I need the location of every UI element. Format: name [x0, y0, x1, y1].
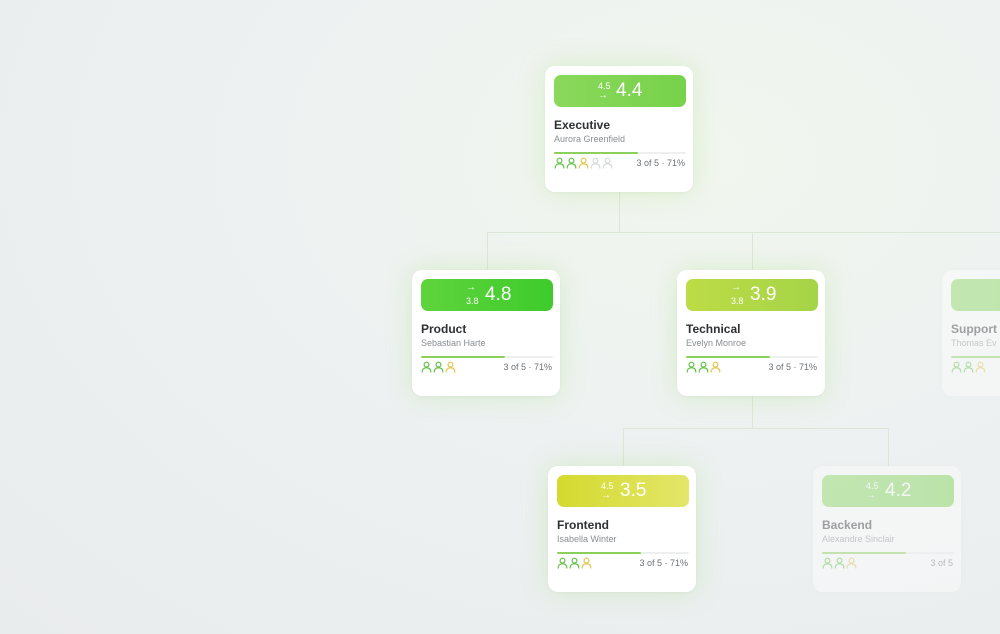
connector-executive-down	[619, 192, 620, 232]
person-name: Sebastian Harte	[421, 338, 486, 348]
node-card-frontend[interactable]: 4.5 → 3.5 Frontend Isabella Winter 3 of …	[548, 466, 696, 592]
trend-arrow-icon: →	[601, 490, 611, 501]
trend-arrow-icon: →	[731, 282, 741, 293]
person-icon	[975, 361, 986, 373]
current-score: 4.4	[616, 80, 643, 101]
person-icon	[590, 157, 601, 169]
department-name: Backend	[822, 518, 873, 532]
person-icon	[581, 557, 592, 569]
progress-bar	[557, 552, 689, 554]
trend-arrow-icon: →	[466, 282, 476, 293]
trend-arrow-icon: →	[598, 90, 608, 101]
progress-fill	[421, 356, 506, 358]
people-indicator	[554, 157, 613, 169]
progress-fill	[557, 552, 642, 554]
progress-bar	[554, 152, 686, 154]
department-name: Product	[421, 322, 467, 336]
progress-fill	[822, 552, 907, 554]
person-icon	[963, 361, 974, 373]
person-icon	[846, 557, 857, 569]
connector-to-technical	[752, 232, 753, 270]
people-indicator	[686, 361, 721, 373]
completion-stats: 3 of 5	[930, 558, 953, 568]
score-pill: 4.5 → 3.5	[557, 475, 689, 507]
person-icon	[710, 361, 721, 373]
department-name: Executive	[554, 118, 611, 132]
node-card-executive[interactable]: 4.5 → 4.4 Executive Aurora Greenfield 3 …	[545, 66, 693, 192]
person-icon	[557, 557, 568, 569]
person-icon	[698, 361, 709, 373]
node-card-technical[interactable]: 3.8 → 3.9 Technical Evelyn Monroe 3 of 5…	[677, 270, 825, 396]
person-icon	[822, 557, 833, 569]
previous-score: 4.5	[866, 481, 879, 491]
completion-stats: 3 of 5 · 71%	[636, 158, 685, 168]
connector-to-product	[487, 232, 488, 270]
person-icon	[951, 361, 962, 373]
previous-score: 4.5	[601, 481, 614, 491]
people-indicator	[951, 361, 986, 373]
person-name: Aurora Greenfield	[554, 134, 626, 144]
score-pill: 4.5 → 4.4	[554, 75, 686, 107]
completion-stats: 3 of 5 · 71%	[503, 362, 552, 372]
person-icon	[578, 157, 589, 169]
person-name: Isabella Winter	[557, 534, 617, 544]
people-indicator	[557, 557, 592, 569]
progress-fill	[554, 152, 639, 154]
connector-to-frontend	[623, 428, 624, 466]
people-indicator	[421, 361, 456, 373]
person-icon	[433, 361, 444, 373]
people-indicator	[822, 557, 857, 569]
progress-fill	[951, 356, 1000, 358]
current-score: 3.5	[620, 480, 647, 501]
previous-score: 3.8	[731, 296, 744, 306]
progress-bar	[686, 356, 818, 358]
progress-bar	[822, 552, 954, 554]
node-card-product[interactable]: 3.8 → 4.8 Product Sebastian Harte 3 of 5…	[412, 270, 560, 396]
current-score: 4.8	[485, 284, 512, 305]
department-name: Support	[951, 322, 997, 336]
person-icon	[834, 557, 845, 569]
completion-stats: 3 of 5 · 71%	[639, 558, 688, 568]
trend-arrow-icon: →	[866, 490, 876, 501]
person-name: Evelyn Monroe	[686, 338, 747, 348]
score-pill: 3.8 → 3.9	[686, 279, 818, 311]
current-score: 3.9	[750, 284, 777, 305]
connector-level3-horizontal	[623, 428, 889, 429]
node-card-support[interactable]: Support Thomas Ev	[942, 270, 1000, 396]
person-icon	[686, 361, 697, 373]
person-icon	[569, 557, 580, 569]
progress-fill	[686, 356, 771, 358]
score-pill	[951, 279, 1000, 311]
connector-technical-down	[752, 390, 753, 428]
connector-to-backend	[888, 428, 889, 466]
previous-score: 4.5	[598, 81, 611, 91]
current-score: 4.2	[885, 480, 912, 501]
person-name: Thomas Ev	[951, 338, 997, 348]
department-name: Frontend	[557, 518, 609, 532]
previous-score: 3.8	[466, 296, 479, 306]
connector-level2-horizontal	[487, 232, 1000, 233]
progress-bar	[951, 356, 1000, 358]
completion-stats: 3 of 5 · 71%	[768, 362, 817, 372]
score-pill: 4.5 → 4.2	[822, 475, 954, 507]
person-icon	[566, 157, 577, 169]
person-icon	[602, 157, 613, 169]
person-icon	[554, 157, 565, 169]
person-icon	[421, 361, 432, 373]
node-card-backend[interactable]: 4.5 → 4.2 Backend Alexandre Sinclair 3 o…	[813, 466, 961, 592]
person-icon	[445, 361, 456, 373]
department-name: Technical	[686, 322, 741, 336]
person-name: Alexandre Sinclair	[822, 534, 895, 544]
score-pill: 3.8 → 4.8	[421, 279, 553, 311]
progress-bar	[421, 356, 553, 358]
